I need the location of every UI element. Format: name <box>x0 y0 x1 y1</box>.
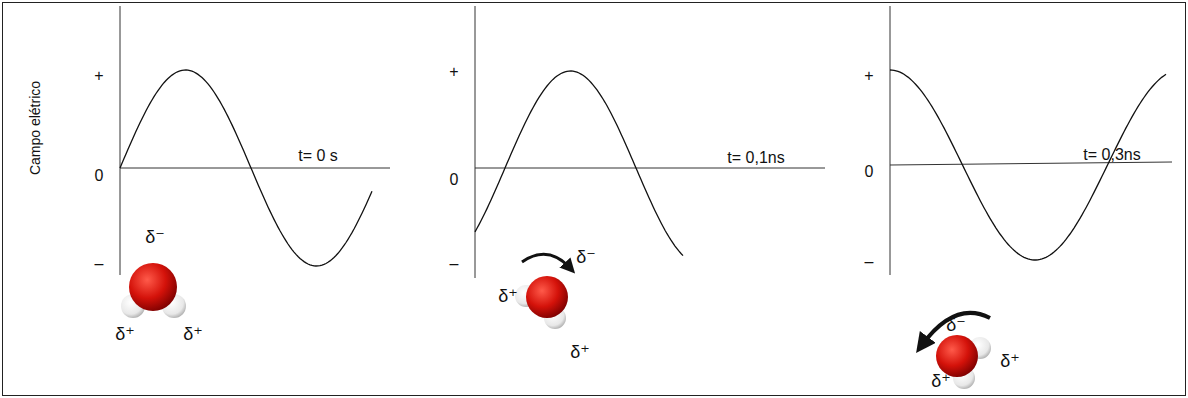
charge-label: δ⁺ <box>183 325 203 345</box>
time-label: t= 0 s <box>298 147 338 165</box>
axis-tick: 0 <box>95 167 104 185</box>
charge-label: δ⁺ <box>931 372 951 392</box>
charge-label: δ⁺ <box>115 325 135 345</box>
axis-tick: 0 <box>450 171 459 189</box>
sine-wave <box>890 70 1166 260</box>
charge-label: δ⁺ <box>570 343 590 363</box>
axis-tick: + <box>864 67 873 85</box>
axis-tick: + <box>94 67 103 85</box>
axis-tick: + <box>449 63 458 81</box>
axis-tick: – <box>450 255 459 273</box>
sine-wave <box>120 70 372 266</box>
sine-wave <box>475 71 683 256</box>
time-label: t= 0,1ns <box>727 149 784 167</box>
axis-tick: 0 <box>865 163 874 181</box>
axis-tick: – <box>95 255 104 273</box>
charge-label: δ⁺ <box>1000 352 1020 372</box>
axis-tick: – <box>865 253 874 271</box>
charge-label: δ⁻ <box>946 316 966 336</box>
charge-label: δ⁺ <box>498 287 518 307</box>
charge-label: δ⁻ <box>145 228 165 248</box>
axis-title: Campo elétrico <box>28 81 43 175</box>
time-label: t= 0,3ns <box>1083 146 1140 164</box>
charge-label: δ⁻ <box>576 248 596 268</box>
